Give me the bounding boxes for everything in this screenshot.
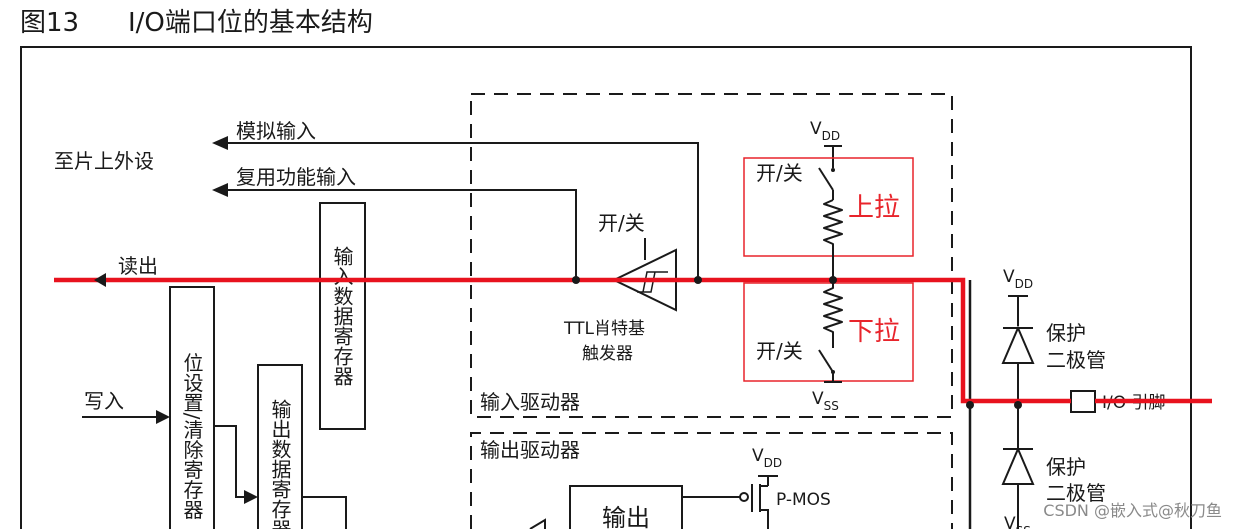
input-driver-label: 输入驱动器 bbox=[480, 390, 580, 414]
figure-title: I/O端口位的基本结构 bbox=[128, 8, 373, 38]
bit-set-reset-register bbox=[169, 286, 215, 529]
pull-up-switch-label: 开/关 bbox=[756, 161, 803, 185]
analog-input-line bbox=[228, 142, 699, 280]
figure-number: 图13 bbox=[20, 8, 79, 38]
bsrr-to-odr-line bbox=[214, 425, 244, 498]
pullup-vdd-label: VDD bbox=[810, 119, 840, 143]
junction-alt-func bbox=[572, 276, 580, 284]
peripheral-label: 至片上外设 bbox=[54, 149, 154, 173]
io-pin-box bbox=[1070, 390, 1096, 413]
output-data-register-label: 输出数据寄存器 bbox=[268, 399, 292, 529]
protection-diode-bottom bbox=[1001, 446, 1035, 485]
output-driver-label: 输出驱动器 bbox=[480, 438, 580, 462]
pmos-transistor bbox=[751, 484, 769, 529]
bsrr-to-odr-arrow bbox=[244, 490, 258, 504]
pullup-vdd-rail bbox=[824, 145, 842, 168]
protection-diode-top bbox=[1001, 325, 1035, 364]
junction-protection bbox=[1014, 401, 1022, 409]
junction-pull bbox=[829, 276, 837, 284]
pmos-gate-bubble bbox=[739, 492, 749, 502]
output-driver-box bbox=[470, 432, 953, 529]
protection-bottom-line2: 二极管 bbox=[1046, 481, 1106, 505]
output-data-register bbox=[257, 364, 303, 529]
junction-bus bbox=[966, 401, 974, 409]
pulldown-vss-label: VSS bbox=[812, 389, 839, 413]
alt-func-input-line bbox=[228, 189, 577, 280]
pull-down-vss-rail bbox=[824, 372, 842, 383]
output-control-label: 输出 bbox=[602, 504, 650, 529]
alt-func-input-arrow bbox=[212, 183, 228, 197]
output-vdd-label: VDD bbox=[752, 446, 782, 470]
schmitt-label-line1: TTL肖特基 bbox=[563, 319, 645, 339]
protection-top-line2: 二极管 bbox=[1046, 348, 1106, 372]
output-control-block bbox=[569, 485, 683, 529]
input-data-register-label: 输入数据寄存器 bbox=[330, 246, 354, 386]
pull-up-box bbox=[743, 157, 914, 257]
analog-input-arrow bbox=[212, 136, 228, 150]
read-out-label: 读出 bbox=[118, 254, 158, 278]
write-in-arrow bbox=[156, 410, 170, 424]
protection-vdd-label: VDD bbox=[1003, 267, 1033, 291]
input-data-register bbox=[319, 202, 366, 430]
schmitt-switch-label: 开/关 bbox=[598, 211, 645, 235]
pull-up-label: 上拉 bbox=[848, 193, 900, 223]
alt-func-input-label: 复用功能输入 bbox=[236, 165, 356, 189]
odr-output-line bbox=[302, 496, 347, 529]
bit-set-reset-register-label: 位设置/清除寄存器 bbox=[180, 352, 204, 519]
outer-frame bbox=[20, 46, 1192, 529]
write-in-label: 写入 bbox=[84, 389, 124, 413]
output-buffer-partial bbox=[529, 518, 546, 529]
schmitt-label-line2: 触发器 bbox=[582, 344, 633, 364]
protection-vss-label: VSS bbox=[1004, 514, 1031, 529]
pull-down-switch-icon bbox=[818, 349, 834, 373]
protection-top-line1: 保护 bbox=[1046, 321, 1086, 345]
pull-up-resistor bbox=[823, 199, 843, 280]
output-vdd-rail bbox=[758, 475, 778, 486]
pull-down-label: 下拉 bbox=[848, 317, 900, 347]
signal-path bbox=[54, 277, 1071, 404]
junction-analog bbox=[694, 276, 702, 284]
protection-vdd-rail bbox=[1008, 295, 1028, 326]
pmos-label: P-MOS bbox=[776, 490, 831, 510]
pull-up-switch-icon bbox=[818, 167, 834, 191]
watermark: CSDN @嵌入式@秋刀鱼 bbox=[1043, 501, 1222, 520]
analog-input-label: 模拟输入 bbox=[236, 119, 316, 143]
pull-down-resistor bbox=[823, 280, 843, 348]
read-out-arrow bbox=[94, 273, 106, 287]
input-driver-box bbox=[470, 93, 953, 418]
pull-down-switch-label: 开/关 bbox=[756, 339, 803, 363]
pull-up-switch-contact bbox=[831, 168, 835, 172]
protection-bottom-line1: 保护 bbox=[1046, 455, 1086, 479]
